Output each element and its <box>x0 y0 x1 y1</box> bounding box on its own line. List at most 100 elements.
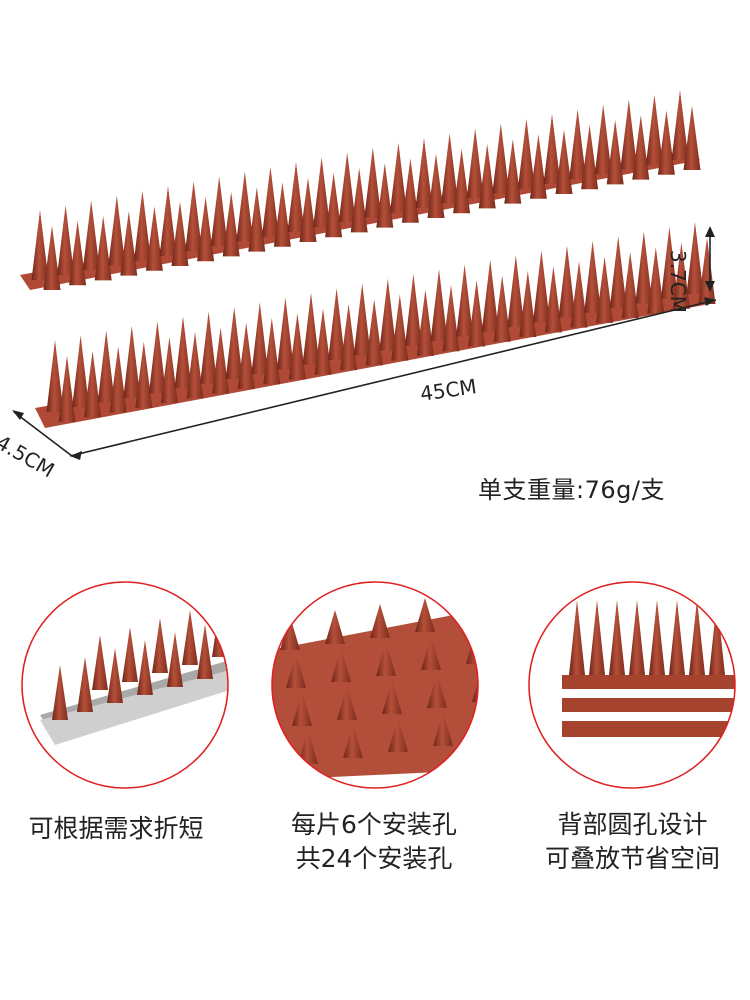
spike <box>210 176 228 247</box>
spike <box>286 654 306 688</box>
spike <box>343 724 363 758</box>
spike <box>46 340 64 412</box>
spike <box>453 148 471 214</box>
spike <box>31 210 49 280</box>
spike <box>529 134 547 199</box>
caption-mounting-holes: 每片6个安装孔 共24个安装孔 <box>264 808 484 876</box>
spike <box>313 157 331 228</box>
weight-label: 单支重量:76g/支 <box>478 476 665 504</box>
spike <box>167 632 183 687</box>
spike <box>135 341 153 408</box>
spike <box>94 216 112 281</box>
spike <box>122 627 138 682</box>
spike <box>248 187 266 252</box>
caption-line: 可叠放节省空间 <box>544 844 720 873</box>
spike <box>82 200 100 271</box>
spike <box>415 598 435 632</box>
spike <box>430 269 448 342</box>
spike <box>123 325 141 398</box>
spike <box>302 292 320 365</box>
spike <box>649 600 665 675</box>
foldable-detail-icon <box>21 581 229 789</box>
spike <box>391 294 409 361</box>
spike <box>133 190 151 261</box>
spike <box>159 186 177 256</box>
spike <box>287 162 305 232</box>
spike <box>456 264 474 337</box>
spike <box>288 313 306 380</box>
spike <box>299 177 317 242</box>
spike <box>212 327 230 394</box>
feature-image-stackable <box>527 580 737 790</box>
spike <box>389 142 407 213</box>
caption-line: 每片6个安装孔 <box>291 810 457 839</box>
spike <box>185 181 203 252</box>
spike <box>43 225 61 290</box>
spike <box>197 196 215 262</box>
spike <box>97 330 115 403</box>
spike <box>645 94 663 165</box>
spike <box>558 245 576 318</box>
spike <box>493 275 511 342</box>
caption-foldable: 可根据需求折短 <box>6 812 226 846</box>
spike <box>314 308 332 375</box>
spike <box>197 624 213 679</box>
spike <box>200 311 218 384</box>
spike <box>72 335 90 408</box>
spike <box>120 211 138 276</box>
spike <box>569 600 585 675</box>
spike <box>478 144 496 209</box>
bird-spike-strips-illustration <box>12 90 717 460</box>
spike <box>532 250 550 323</box>
spike <box>365 299 383 366</box>
spike <box>382 680 402 714</box>
spike <box>276 297 294 370</box>
spike <box>77 657 93 712</box>
spike <box>629 600 645 675</box>
spike <box>404 273 422 346</box>
spike <box>427 153 445 218</box>
spike <box>596 256 614 323</box>
spike <box>589 600 605 675</box>
spike <box>442 284 460 352</box>
spike <box>171 201 189 266</box>
spike <box>107 648 123 703</box>
spike <box>544 266 562 333</box>
spike <box>236 171 254 242</box>
spike <box>174 316 192 389</box>
spike <box>468 280 486 347</box>
spike <box>84 351 102 418</box>
spike <box>660 226 678 299</box>
dimension-lines <box>13 228 717 457</box>
spike <box>340 303 358 371</box>
spike <box>58 355 76 422</box>
spike <box>669 600 685 675</box>
caption-stackable: 背部圆孔设计 可叠放节省空间 <box>520 808 745 876</box>
height-label: 3.7CM <box>666 250 690 314</box>
spike <box>481 259 499 332</box>
spike <box>672 242 690 309</box>
spike <box>555 129 573 194</box>
spike <box>160 336 178 404</box>
spike <box>108 195 126 266</box>
caption-line: 共24个安装孔 <box>295 844 453 873</box>
spike <box>92 635 108 690</box>
spike <box>263 318 281 385</box>
spike <box>609 600 625 675</box>
spike <box>182 610 198 665</box>
spike <box>152 618 168 673</box>
spike <box>137 640 153 695</box>
spike <box>186 332 204 399</box>
spike <box>148 321 166 394</box>
spike <box>657 110 675 175</box>
spike <box>594 104 612 175</box>
spike <box>647 247 665 314</box>
spike <box>415 138 433 208</box>
spike <box>504 139 522 204</box>
spike <box>379 278 397 351</box>
spike <box>621 251 639 319</box>
spike <box>460 592 478 626</box>
spike <box>507 255 525 328</box>
spike <box>280 616 300 650</box>
spike <box>427 674 447 708</box>
